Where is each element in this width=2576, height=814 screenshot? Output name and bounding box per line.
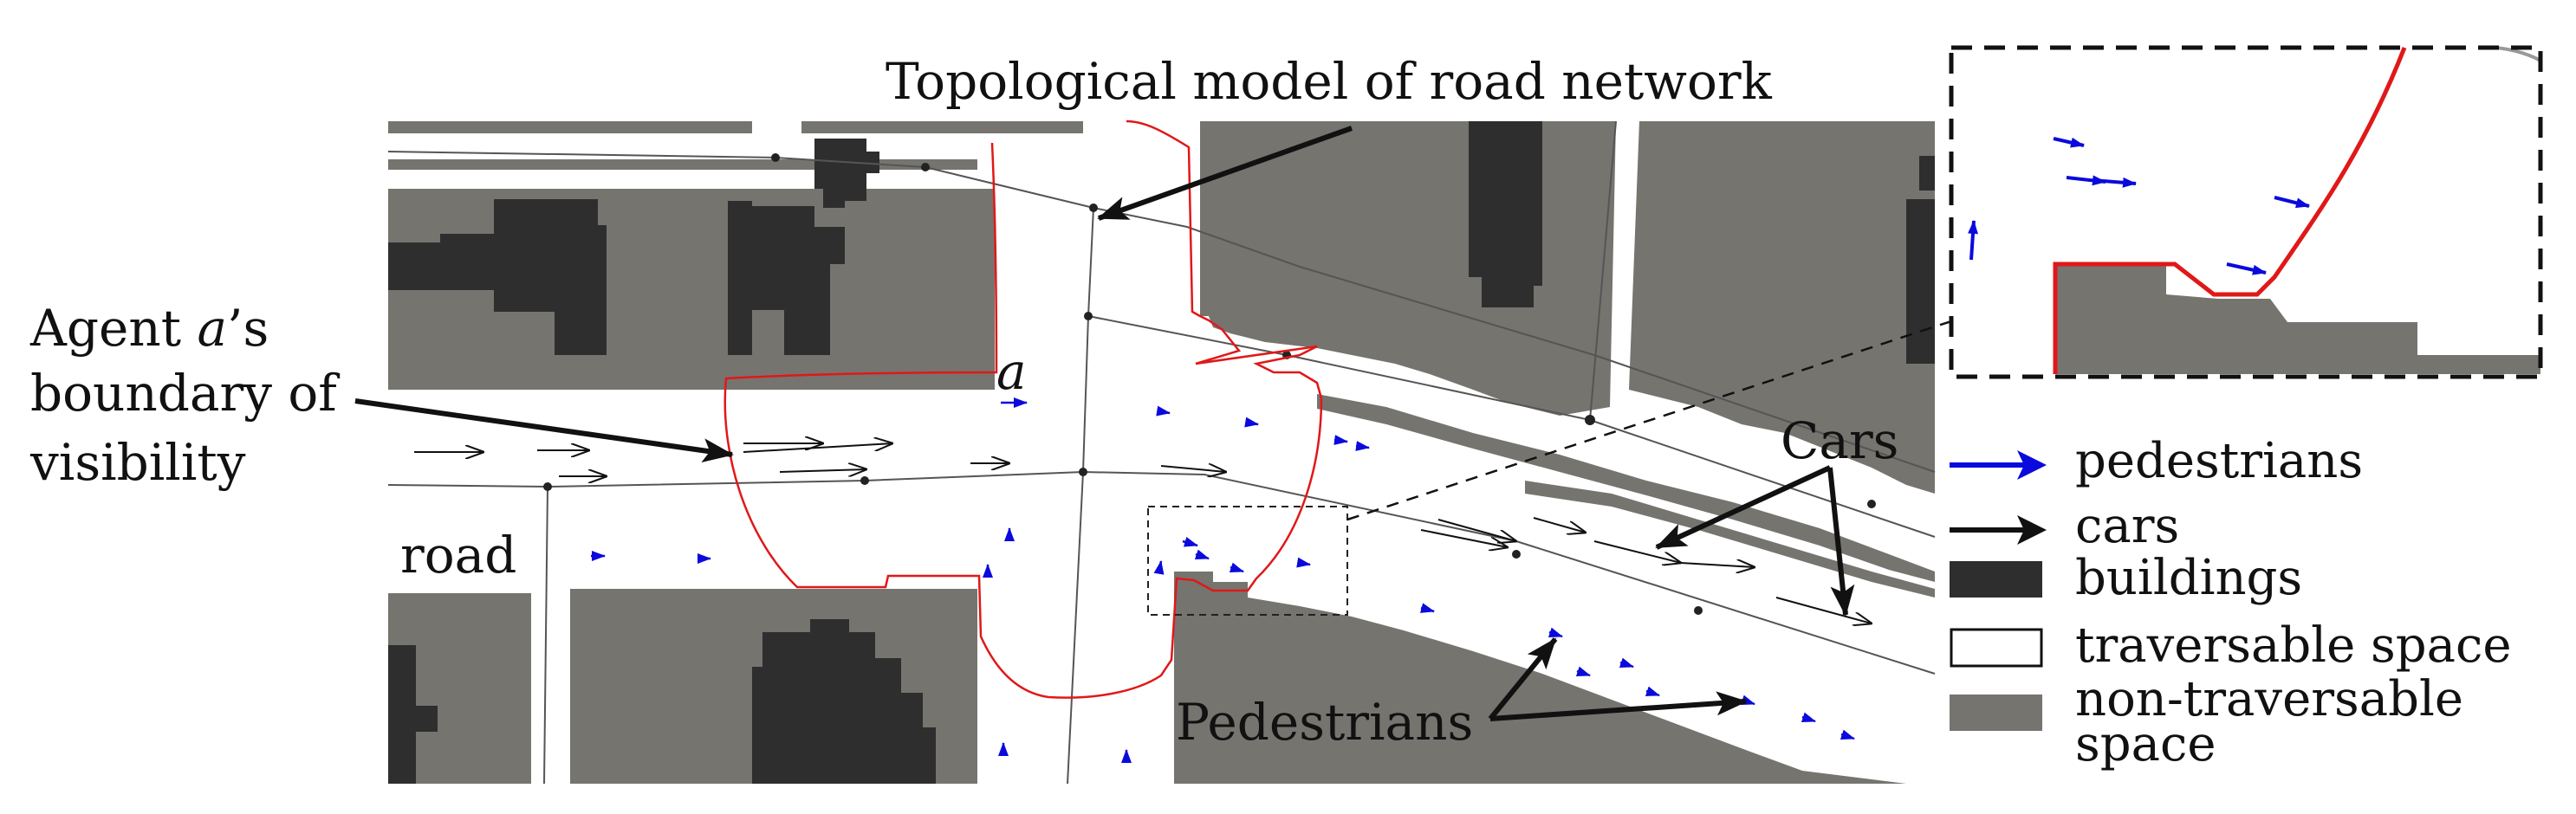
agent-label-prefix: Agent bbox=[30, 299, 198, 358]
agent-label-line2: boundary of bbox=[30, 364, 337, 423]
legend-building-swatch bbox=[1950, 561, 2042, 598]
road-nodes bbox=[543, 153, 1876, 615]
cars-pointer-1 bbox=[1655, 465, 1832, 550]
building bbox=[1919, 156, 1935, 191]
nontraversable-strip bbox=[1525, 481, 1935, 598]
legend-pedestrian-arrowhead bbox=[2017, 450, 2047, 480]
legend-cars-label: cars bbox=[2075, 498, 2180, 554]
pedestrians-pointer-1 bbox=[1488, 637, 1558, 720]
inset-visibility-boundary bbox=[2053, 47, 2407, 374]
inset-nontraversable bbox=[2055, 264, 2540, 374]
zoom-region-box bbox=[1147, 506, 1348, 616]
building bbox=[1906, 199, 1935, 364]
legend-nontraversable-label: non-traversable bbox=[2075, 671, 2463, 727]
agent-label-line3: visibility bbox=[30, 433, 246, 492]
map-area bbox=[387, 120, 1955, 785]
zoom-inset bbox=[1949, 45, 2543, 379]
legend-pedestrians-label: pedestrians bbox=[2075, 433, 2364, 489]
legend-swatches bbox=[1950, 450, 2047, 731]
building bbox=[1469, 121, 1542, 307]
car-arrows bbox=[414, 443, 1872, 623]
zoom-connector bbox=[1346, 319, 1955, 521]
legend-car-arrowhead bbox=[2017, 515, 2047, 545]
legend-traversable-label: traversable space bbox=[2075, 617, 2512, 674]
building bbox=[388, 199, 607, 355]
legend-nontraversable-swatch bbox=[1950, 694, 2042, 731]
inset-edge bbox=[2495, 46, 2541, 62]
building bbox=[752, 619, 936, 784]
pedestrians-pointer-2 bbox=[1489, 691, 1748, 721]
building bbox=[388, 645, 438, 784]
pedestrians-label: Pedestrians bbox=[1176, 693, 1474, 752]
visibility-pointer bbox=[354, 398, 734, 463]
cars-label: Cars bbox=[1781, 411, 1899, 470]
nontraversable-block bbox=[1629, 121, 1935, 494]
road-label: road bbox=[400, 526, 517, 585]
legend-buildings-label: buildings bbox=[2075, 550, 2303, 606]
pedestrian-arrows bbox=[591, 397, 1855, 763]
nontraversable-strip bbox=[801, 121, 1083, 133]
inset-pedestrian-arrows bbox=[1968, 137, 2310, 275]
annotation-arrows bbox=[354, 126, 1855, 721]
topology-pointer bbox=[1097, 126, 1353, 221]
visibility-boundary bbox=[723, 120, 1323, 699]
cars-pointer-2 bbox=[1827, 467, 1855, 617]
agent-label-var: a bbox=[197, 299, 228, 358]
nontraversable-block bbox=[1174, 572, 1906, 784]
legend-nontraversable-label2: space bbox=[2075, 716, 2216, 772]
nontraversable-strip bbox=[1317, 394, 1935, 582]
building bbox=[728, 201, 845, 355]
agent-marker: a bbox=[996, 342, 1027, 401]
agent-label-line1: Agent a’s bbox=[30, 303, 269, 353]
agent-label-suffix: ’s bbox=[227, 299, 269, 358]
building bbox=[814, 139, 879, 208]
nontraversable-strip bbox=[388, 121, 752, 133]
legend-traversable-swatch bbox=[1950, 628, 2043, 668]
topology-label: Topological model of road network bbox=[886, 52, 1772, 111]
